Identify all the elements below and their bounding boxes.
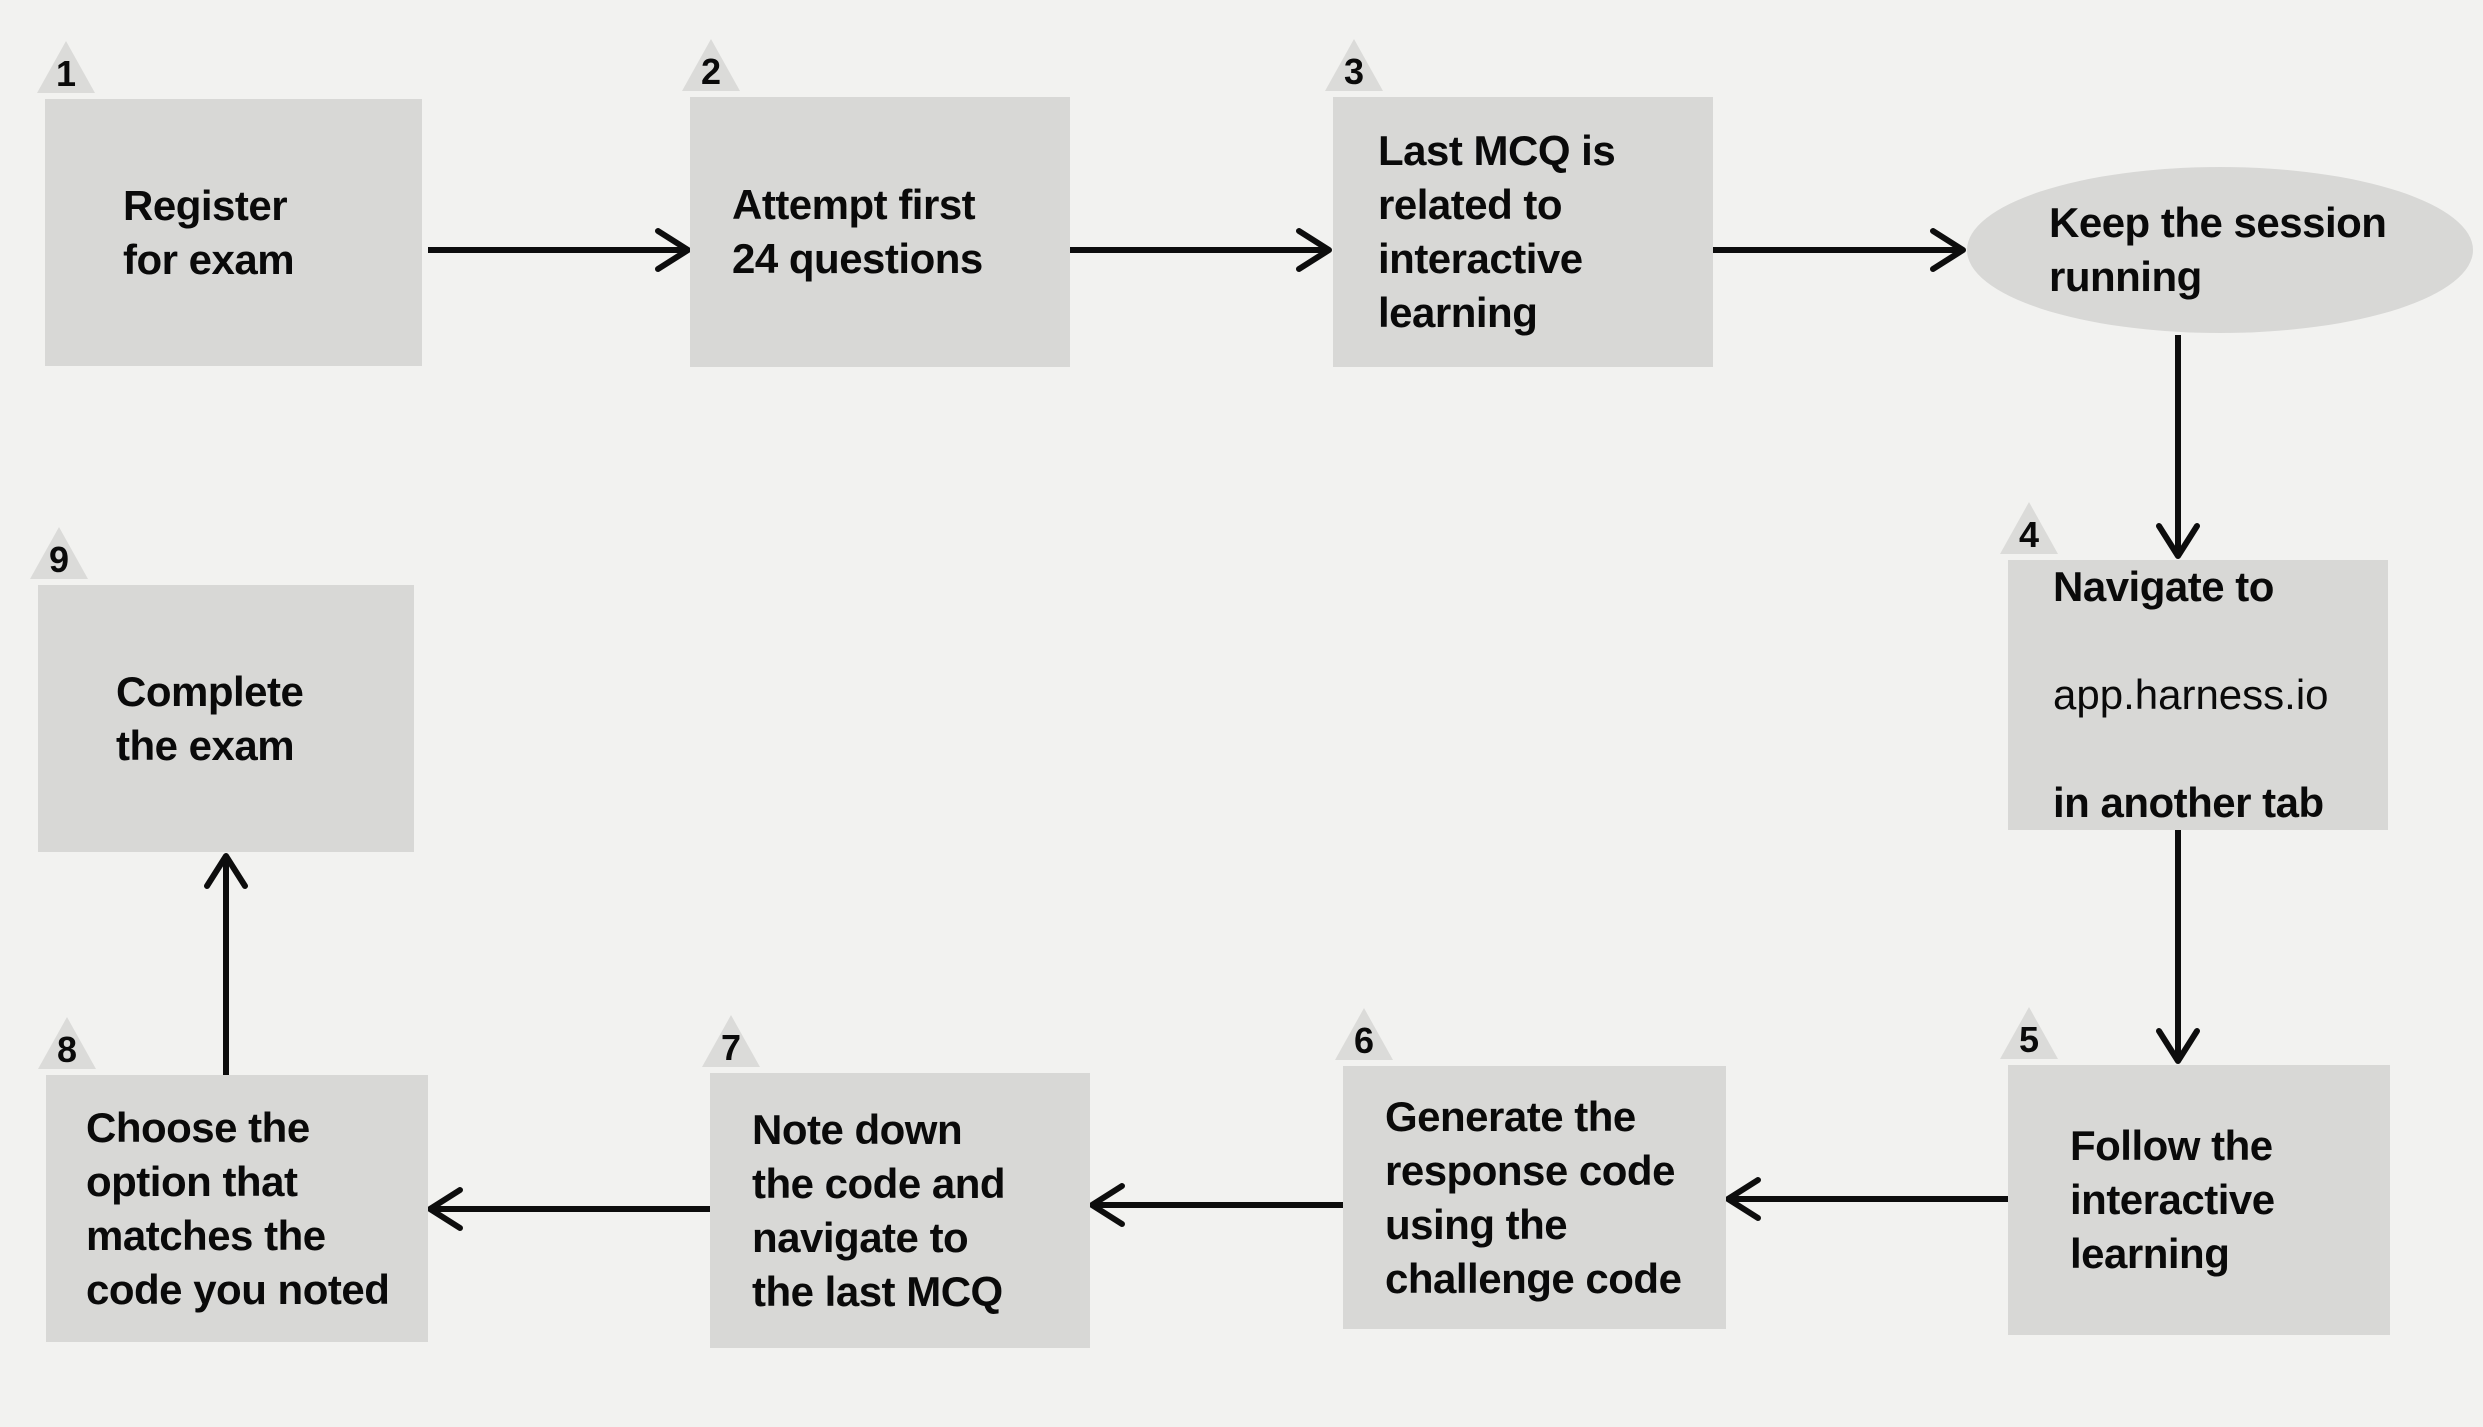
arrow-step5-to-step6 (1725, 1177, 2008, 1221)
arrow-step7-to-step8 (427, 1187, 710, 1231)
step-9-label: Complete the exam (116, 667, 304, 769)
step-5-box: 5 Follow the interactive learning (2000, 1007, 2390, 1335)
step-4-label-line3: in another tab (2053, 779, 2324, 826)
step-7-label: Note down the code and navigate to the l… (752, 1105, 1006, 1315)
step-8-number: 8 (56, 1029, 78, 1070)
arrow-step6-to-step7 (1089, 1183, 1343, 1227)
step-4-label-line2: app.harness.io (2053, 671, 2329, 718)
step-3-number: 3 (1343, 51, 1365, 92)
session-ellipse: Keep the session running (1967, 167, 2473, 333)
step-1-number: 1 (55, 53, 77, 94)
step-6-number: 6 (1353, 1020, 1375, 1061)
step-3-label: Last MCQ is related to interactive learn… (1378, 127, 1616, 336)
step-4-number: 4 (2018, 514, 2040, 555)
arrow-step8-to-step9 (204, 853, 248, 1075)
step-7-number: 7 (720, 1027, 742, 1068)
step-1-box: 1 Register for exam (37, 41, 422, 366)
session-label: Keep the session running (2049, 199, 2387, 300)
step-9-number: 9 (48, 539, 70, 580)
step-8-box: 8 Choose the option that matches the cod… (38, 1017, 428, 1342)
step-4-label: Navigate to app.harness.io in another ta… (2053, 506, 2329, 884)
arrow-step1-to-step2 (428, 228, 691, 272)
arrow-step3-to-session (1713, 228, 1966, 272)
step-2-box: 2 Attempt first 24 questions (682, 39, 1070, 367)
step-6-label: Generate the response code using the cha… (1385, 1092, 1682, 1302)
step-2-number: 2 (700, 51, 722, 92)
step-7-box: 7 Note down the code and navigate to the… (702, 1015, 1090, 1348)
step-5-label: Follow the interactive learning (2070, 1122, 2275, 1277)
arrow-session-to-step4 (2156, 335, 2200, 559)
arrow-step4-to-step5 (2156, 830, 2200, 1064)
step-6-box: 6 Generate the response code using the c… (1335, 1008, 1726, 1329)
step-2-label: Attempt first 24 questions (732, 181, 983, 282)
step-3-box: 3 Last MCQ is related to interactive lea… (1325, 39, 1713, 367)
arrow-step2-to-step3 (1070, 228, 1332, 272)
step-5-number: 5 (2018, 1019, 2040, 1060)
step-8-label: Choose the option that matches the code … (86, 1103, 390, 1313)
step-9-box: 9 Complete the exam (30, 527, 414, 852)
step-4-box: 4 Navigate to app.harness.io in another … (2000, 502, 2388, 830)
step-4-label-line1: Navigate to (2053, 563, 2274, 610)
step-1-label: Register for exam (123, 181, 295, 283)
